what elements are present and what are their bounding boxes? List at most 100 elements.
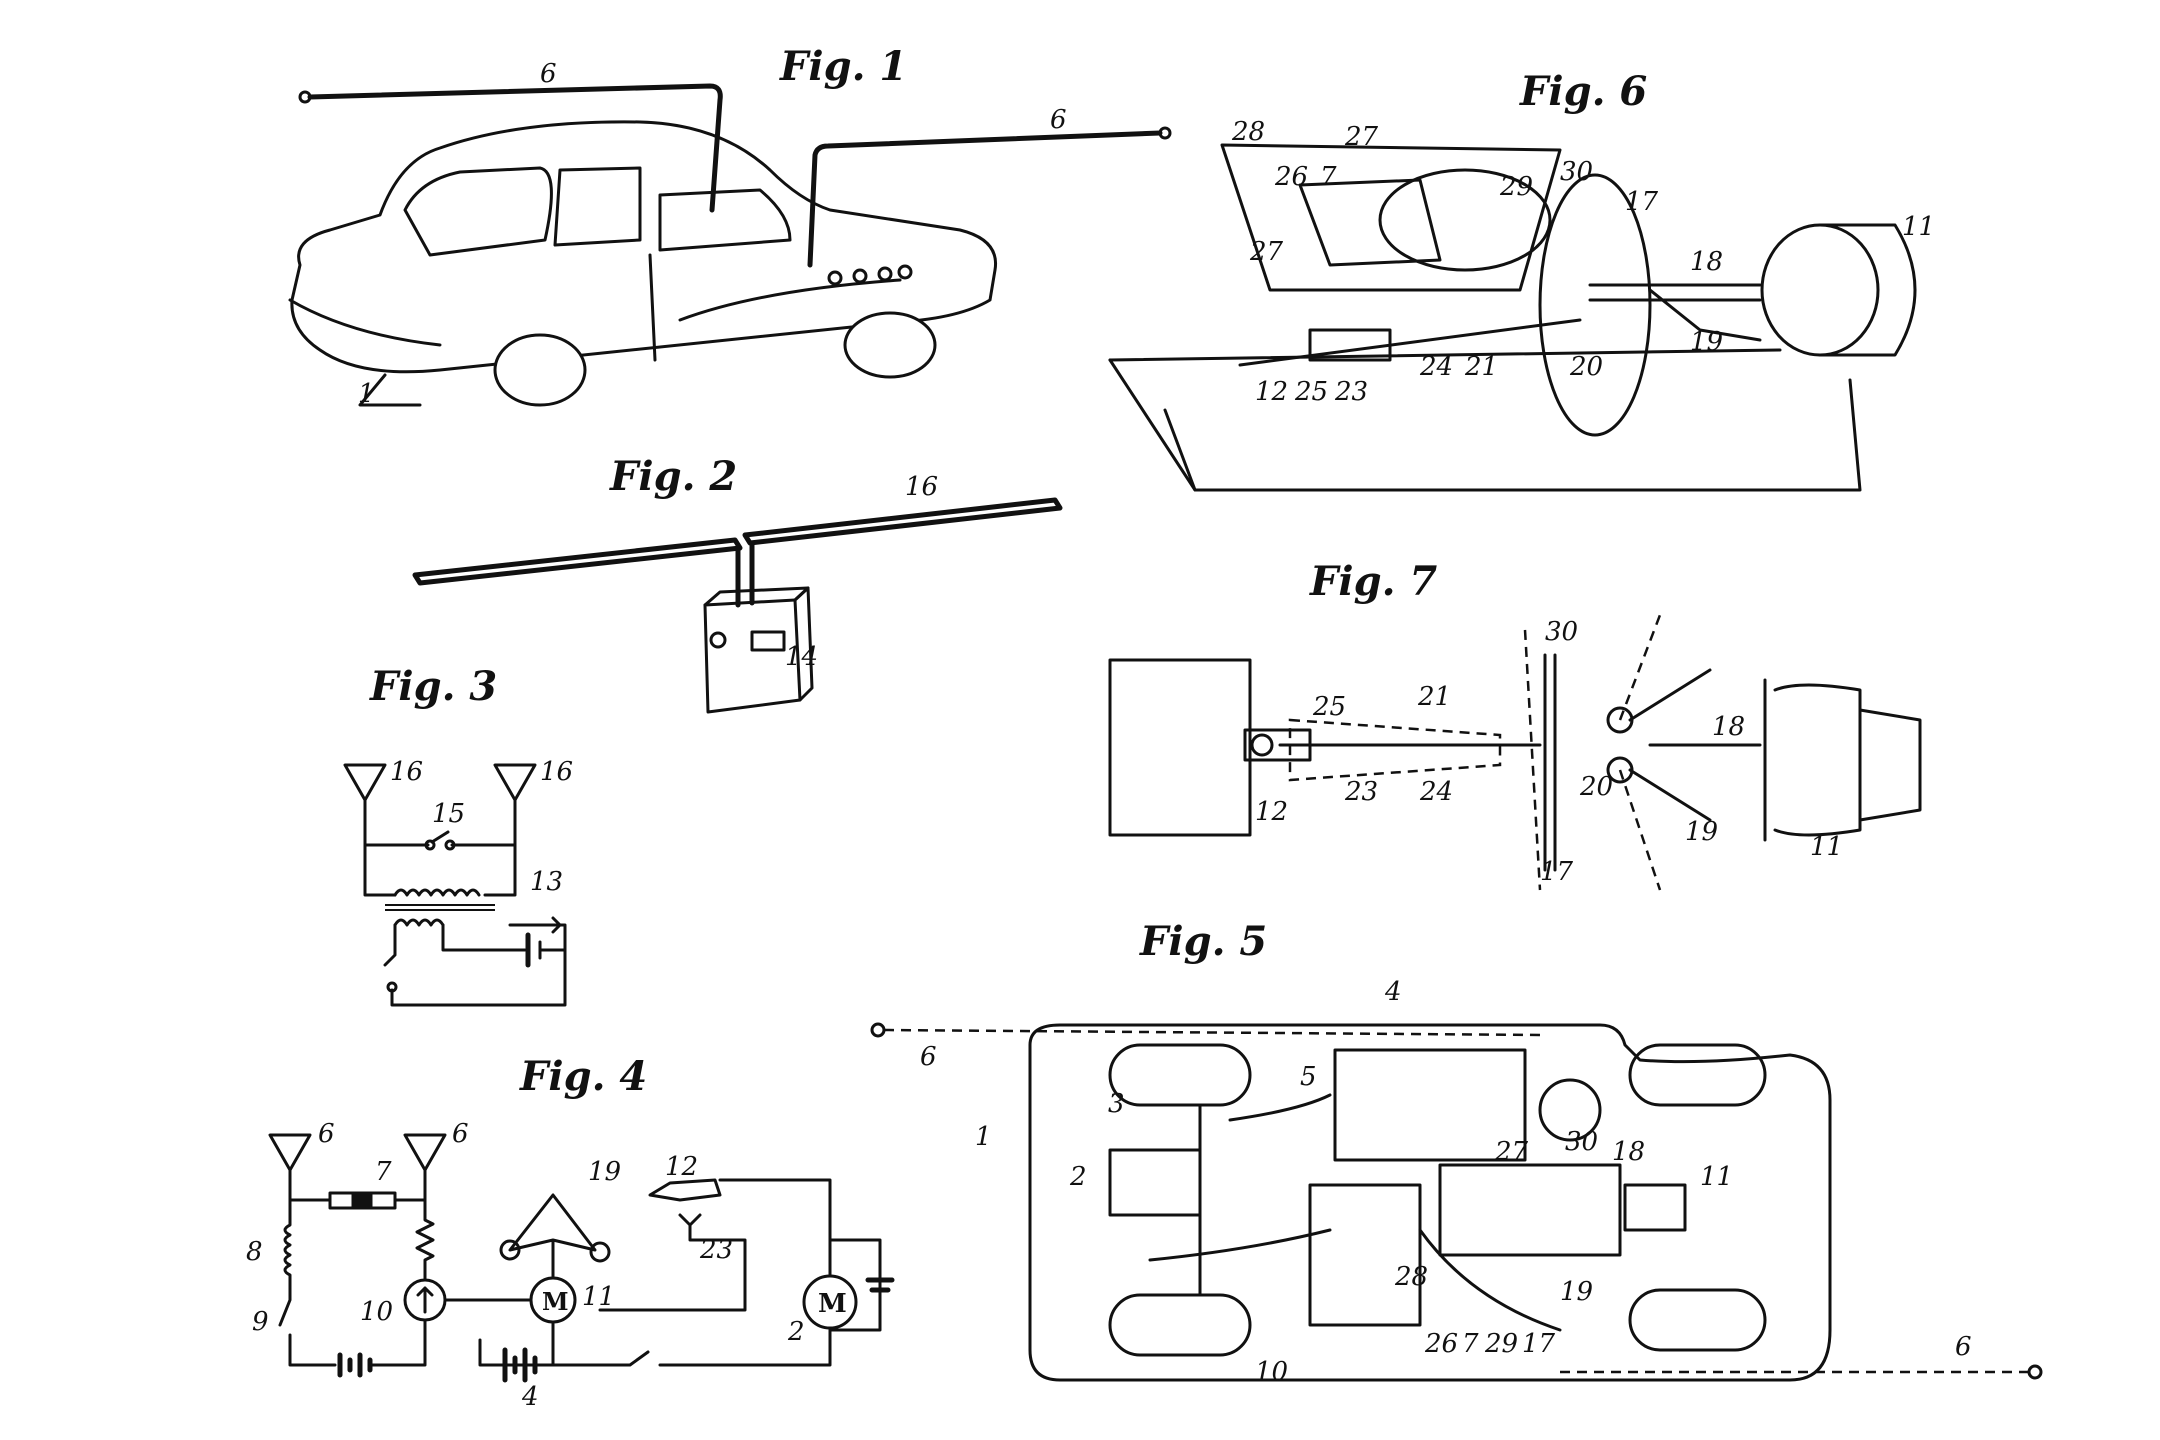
fig-4-title: Fig. 4 — [519, 1053, 647, 1100]
car-light-1 — [829, 272, 841, 284]
fig6-ref-frame: 28 — [1231, 117, 1265, 147]
relay-block-10 — [1310, 1185, 1420, 1325]
figure-1: Fig. 1 6 6 1 — [290, 43, 1170, 409]
dipole-left-arm — [415, 540, 740, 583]
antenna-rod-left — [310, 86, 720, 210]
fig7-ref-25: 25 — [1312, 692, 1346, 722]
fig5-ref-wiring: 5 — [1300, 1062, 1317, 1092]
fig7-ref-17: 17 — [1540, 857, 1574, 887]
transmitter-knob[interactable] — [711, 633, 725, 647]
fig1-ref-car: 1 — [358, 379, 375, 409]
fig6-ref-arm: 19 — [1690, 327, 1723, 357]
fig5-ref-17: 17 — [1522, 1329, 1556, 1359]
fig6-ref-29: 29 — [1499, 172, 1533, 202]
wheel-front-left — [1110, 1045, 1250, 1105]
car-window-mid — [555, 168, 640, 245]
fig7-pivot — [1252, 735, 1272, 755]
fig7-ref-19: 19 — [1685, 817, 1718, 847]
fig5-ref-chassis: 1 — [975, 1122, 992, 1152]
fig5-ref-motor: 11 — [1700, 1162, 1733, 1192]
battery-left — [340, 1355, 370, 1375]
fig4-ref-coil: 8 — [246, 1237, 263, 1267]
fig4-ref-contact: 12 — [665, 1152, 698, 1182]
car-window-rear — [660, 190, 790, 250]
fig3-ref-antenna-right: 16 — [540, 757, 573, 787]
antenna-symbol-right — [495, 765, 535, 845]
fig7-disc-dashed — [1525, 630, 1540, 890]
fig4-ref-battery: 4 — [521, 1382, 539, 1412]
motor-2-circuit — [535, 1330, 830, 1365]
switch-blade[interactable] — [432, 832, 448, 842]
steering-ball-right — [591, 1243, 609, 1261]
drive-motor-block — [1110, 1150, 1200, 1215]
fig7-ref-12: 12 — [1255, 797, 1288, 827]
fig5-motor-11 — [1625, 1185, 1685, 1230]
fig1-ref-antenna-left: 6 — [540, 59, 557, 89]
screw-rod — [1240, 320, 1580, 365]
chassis-outline-1 — [1030, 1025, 1830, 1380]
fig7-ref-motor: 11 — [1810, 832, 1843, 862]
fig3-ref-antenna-left: 16 — [390, 757, 423, 787]
transformer-primary — [395, 890, 479, 895]
figure-6: Fig. 6 28 26 7 27 27 29 17 30 18 19 11 1… — [1110, 68, 1935, 490]
switch-9[interactable] — [280, 1290, 335, 1365]
fig7-ref-18: 18 — [1712, 712, 1745, 742]
fig5-ref-antenna-right: 6 — [1955, 1332, 1972, 1362]
fig7-ref-20: 20 — [1579, 772, 1613, 802]
fig7-arms-dashed — [1620, 615, 1660, 890]
transformer-core — [385, 905, 495, 910]
fig5-ref-19: 19 — [1560, 1277, 1593, 1307]
fig7-ref-30: 30 — [1545, 617, 1578, 647]
fig6-ref-27-left: 27 — [1249, 237, 1284, 267]
motor-11-symbol: M — [542, 1287, 569, 1316]
rx-antenna-left — [270, 1135, 310, 1200]
relay-arrow — [418, 1288, 432, 1312]
resistor-holder-26 — [1300, 180, 1440, 265]
figure-7: Fig. 7 12 25 21 23 24 30 17 20 19 18 11 — [1110, 558, 1920, 890]
fig2-ref-antenna: 16 — [905, 472, 938, 502]
wiring-5 — [1230, 1095, 1330, 1120]
fig5-antenna-tip-left — [872, 1024, 884, 1036]
fig6-ref-24: 24 — [1419, 352, 1453, 382]
fig4-ref-antenna-left: 6 — [318, 1119, 335, 1149]
car-light-2 — [854, 270, 866, 282]
car-window-front — [405, 168, 551, 255]
fig1-ref-antenna-right: 6 — [1050, 105, 1067, 135]
fig4-ref-resistor: 7 — [375, 1157, 392, 1187]
fig6-motor-11 — [1762, 225, 1878, 355]
secondary-circuit — [385, 925, 565, 1005]
fig3-ref-transformer: 13 — [530, 867, 563, 897]
fig6-ref-25: 25 — [1294, 377, 1328, 407]
contact-12 — [650, 1180, 720, 1200]
fig5-ref-antenna-left: 6 — [920, 1042, 937, 1072]
fig7-motor-endcap — [1860, 710, 1920, 820]
wheel-front-right — [1630, 1045, 1765, 1105]
fig5-ref-axle: 3 — [1108, 1089, 1125, 1119]
fig6-ref-26: 26 — [1274, 162, 1308, 192]
shaft-18 — [1590, 285, 1760, 300]
battery-lead — [443, 925, 525, 950]
fig6-ref-12: 12 — [1255, 377, 1288, 407]
key-contact[interactable] — [388, 983, 396, 991]
fig6-motor-housing — [1820, 225, 1915, 355]
fig5-extra-wiring — [1150, 1230, 1560, 1330]
battery-plate-short — [540, 942, 565, 958]
fig5-ref-26: 26 — [1424, 1329, 1458, 1359]
fig4-ref-switch: 9 — [252, 1307, 269, 1337]
fig5-ref-relay: 10 — [1255, 1357, 1288, 1387]
fig6-ref-7: 7 — [1320, 162, 1337, 192]
car-wheel-front — [495, 335, 585, 405]
fig6-ref-20: 20 — [1569, 352, 1603, 382]
drive-motor-2-symbol: M — [818, 1289, 847, 1319]
fig7-ref-23: 23 — [1344, 777, 1378, 807]
fig7-left-bracket — [1110, 660, 1250, 835]
steering-mechanism — [1440, 1165, 1620, 1255]
fig7-spring-envelope — [1290, 720, 1500, 780]
fig6-ref-23: 23 — [1334, 377, 1368, 407]
car-bumper — [290, 300, 440, 345]
fig4-ref-drive-motor: 2 — [787, 1317, 805, 1347]
figure-2: Fig. 2 16 14 — [415, 453, 1060, 712]
switch-contact-b — [446, 841, 454, 849]
fig6-ref-shaft: 18 — [1690, 247, 1723, 277]
figure-3: Fig. 3 16 16 15 13 — [345, 663, 573, 1005]
